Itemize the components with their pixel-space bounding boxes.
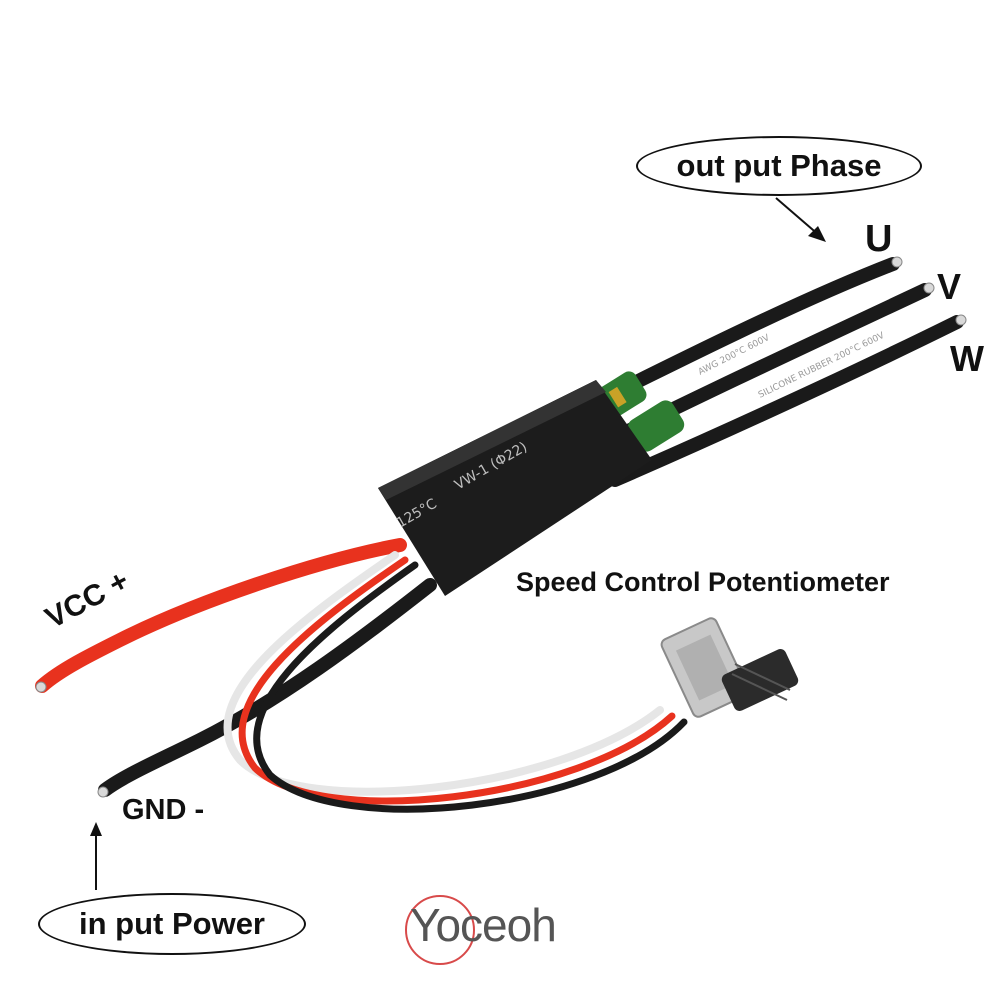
wire-gnd: [98, 578, 437, 797]
callout-arrows: [90, 197, 826, 890]
output-phase-callout: out put Phase: [636, 136, 922, 196]
brand-circle: [405, 895, 475, 965]
wire-signal-white: [223, 551, 664, 796]
wire-w: [608, 315, 964, 487]
tip-u: [891, 256, 903, 268]
esc-module: 125°C VW-1 (Φ22): [378, 380, 652, 596]
tip-v: [923, 282, 935, 294]
wire-vcc: [35, 538, 407, 693]
brand-logo: Yoceoh: [410, 899, 557, 951]
speed-control-label: Speed Control Potentiometer: [516, 567, 890, 597]
wire-signal-red: [238, 556, 676, 805]
phase-u-label: U: [865, 218, 893, 260]
wire-signal-black: [253, 561, 688, 813]
capacitor-2: [627, 400, 685, 452]
tip-w: [955, 314, 967, 326]
tip-gnd: [97, 786, 109, 798]
phase-v-label: V: [937, 266, 962, 307]
signal-wires: [223, 551, 688, 813]
gnd-label: GND -: [122, 794, 205, 826]
phase-w-label: W: [950, 338, 984, 379]
input-power-label: in put Power: [79, 906, 265, 941]
output-phase-label: out put Phase: [676, 148, 882, 183]
potentiometer: [660, 617, 799, 718]
input-power-callout: in put Power: [38, 893, 306, 955]
tip-vcc: [35, 681, 47, 693]
